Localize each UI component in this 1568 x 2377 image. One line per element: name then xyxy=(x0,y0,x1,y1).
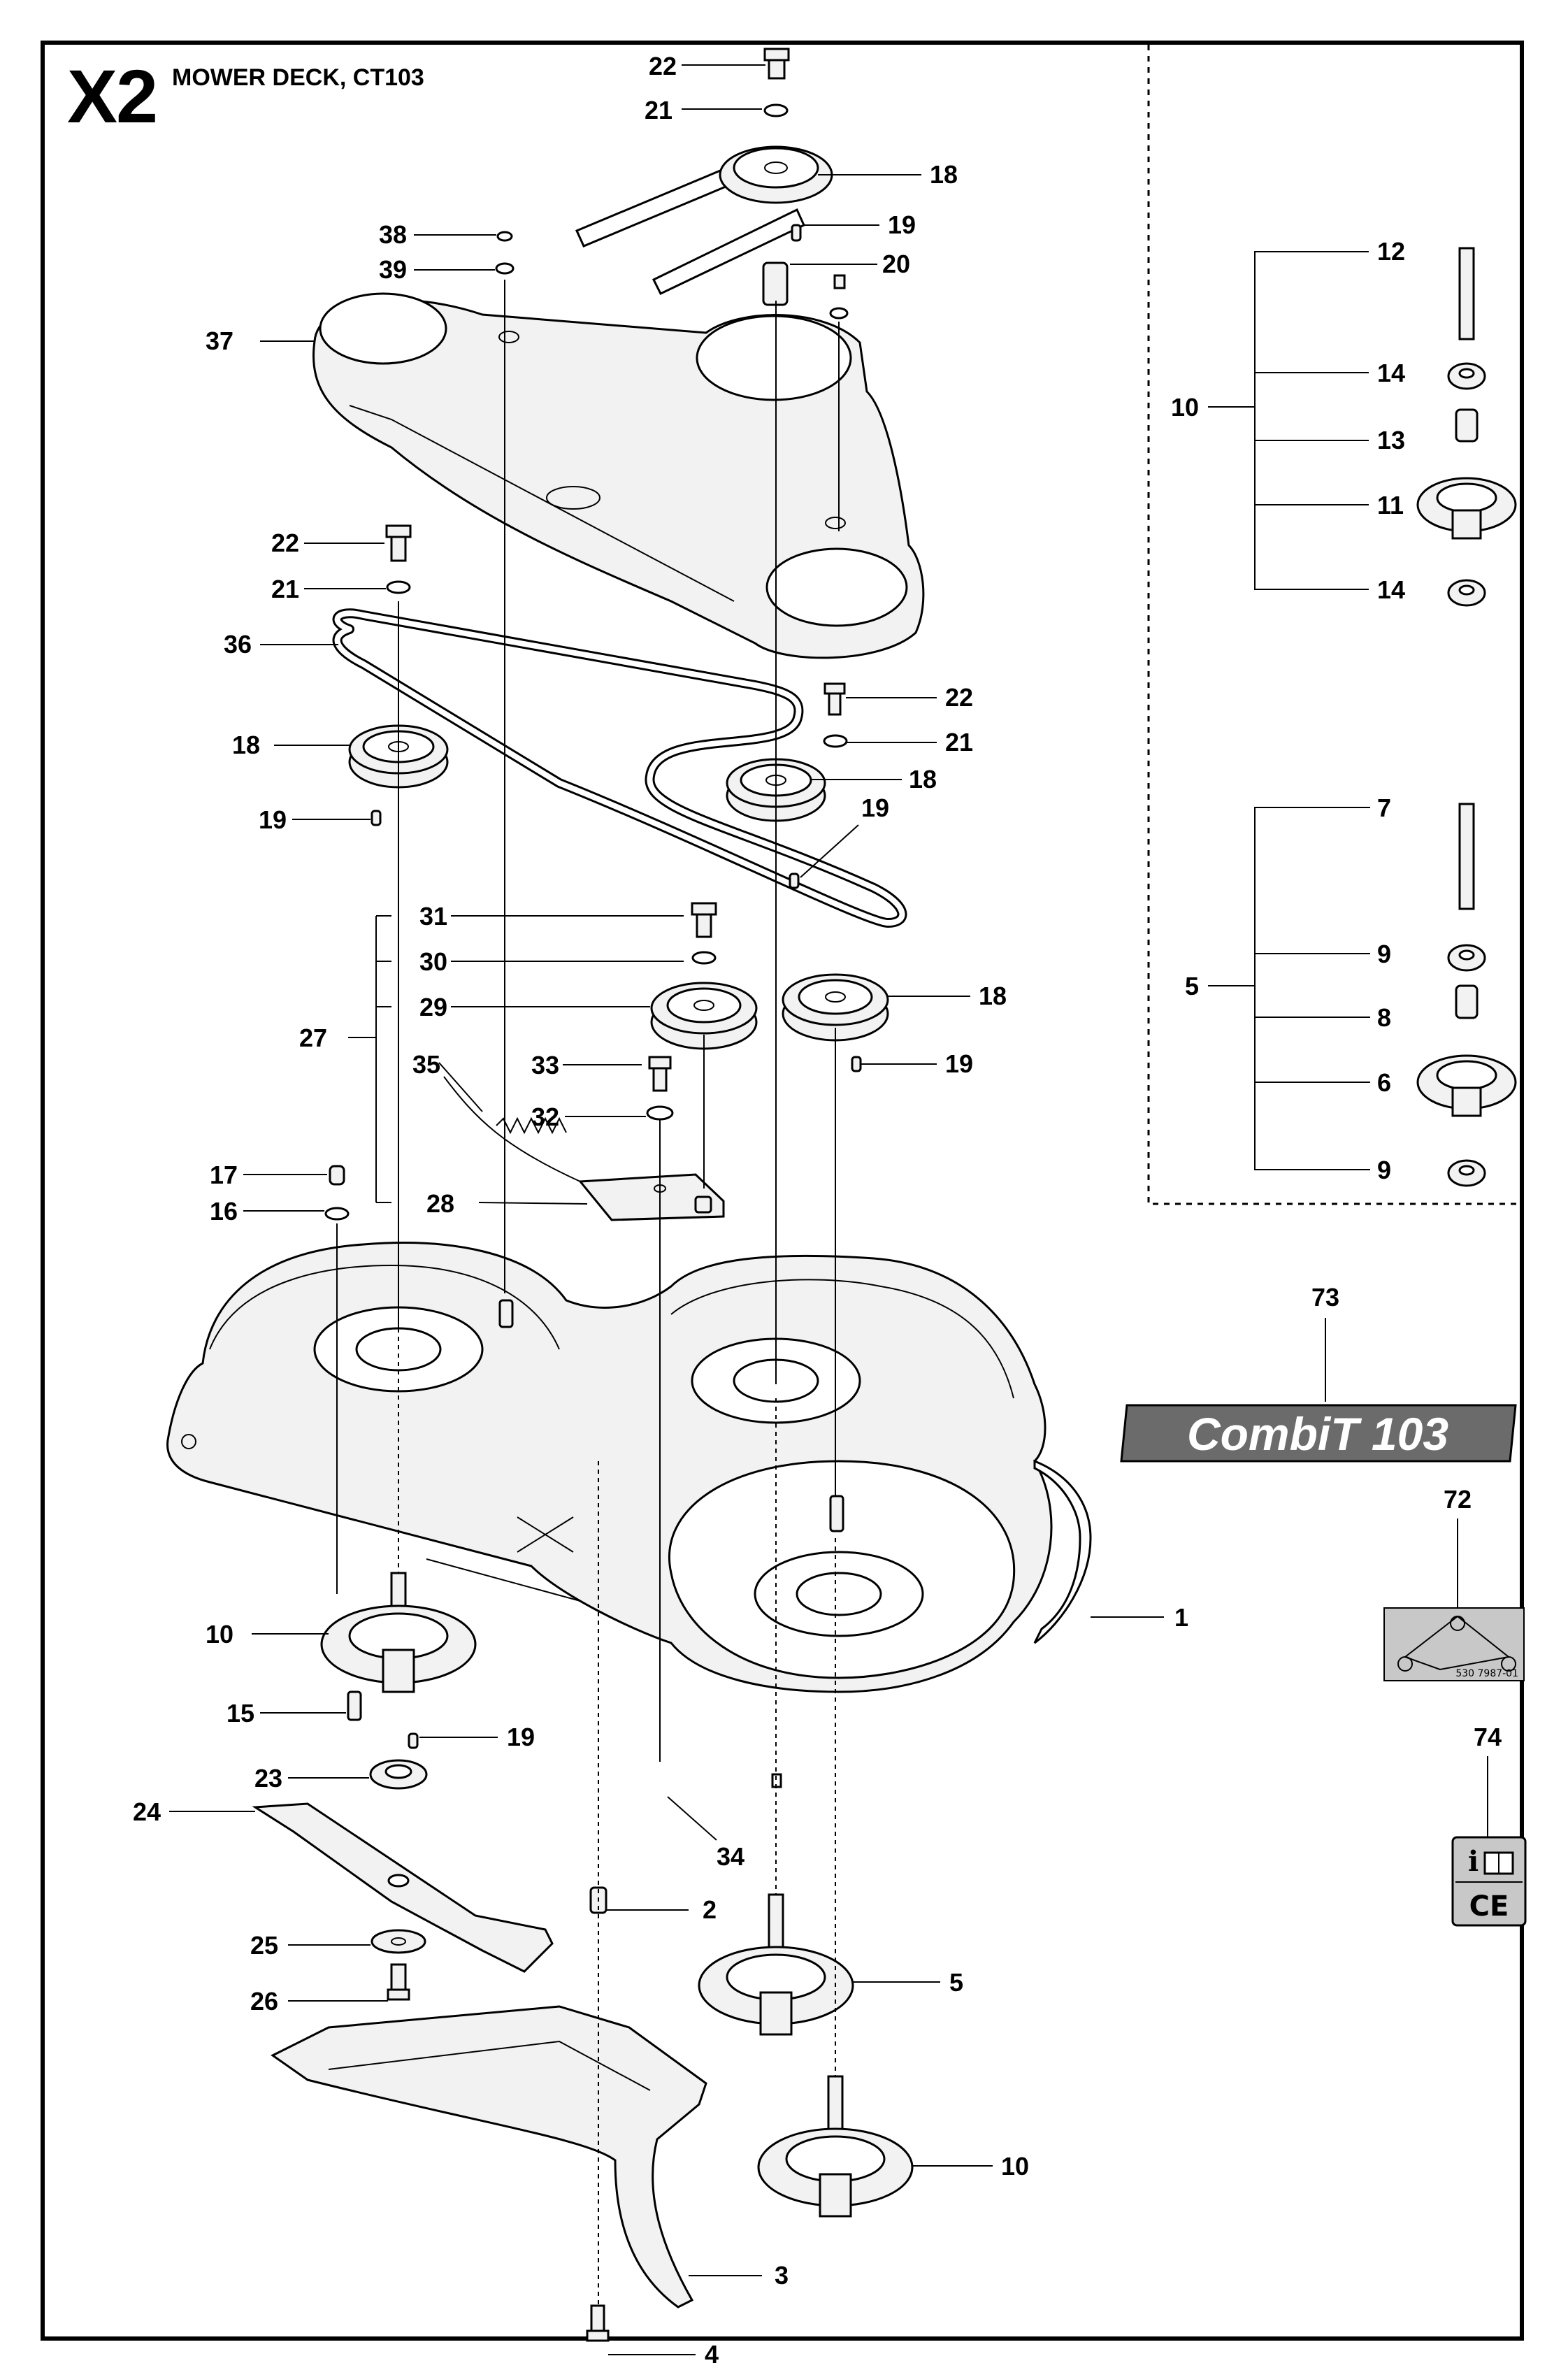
callout-19: 19 xyxy=(888,210,916,239)
inset-spindle-5-parts xyxy=(1416,803,1517,1187)
belt-decal-caption: 530 7987-01 xyxy=(1455,1668,1518,1679)
callout-21: 21 xyxy=(945,728,973,756)
callout-21: 21 xyxy=(271,575,299,603)
pulley-center xyxy=(726,682,848,889)
callout-23: 23 xyxy=(254,1764,282,1793)
callout-73: 73 xyxy=(1311,1283,1339,1312)
discharge-guard xyxy=(271,1886,707,2342)
callout-22: 22 xyxy=(649,52,677,80)
callout-72: 72 xyxy=(1444,1485,1472,1514)
bearing-23 xyxy=(369,1759,428,1790)
callout-18: 18 xyxy=(930,160,958,189)
callout-24: 24 xyxy=(133,1797,161,1826)
sheet-code: X2 xyxy=(67,54,158,138)
callout-19: 19 xyxy=(259,805,287,834)
callout-12: 12 xyxy=(1377,237,1405,266)
callout-32: 32 xyxy=(531,1103,559,1131)
callout-20: 20 xyxy=(882,250,910,278)
callout-14: 14 xyxy=(1377,575,1405,604)
bolt-washer-17-16 xyxy=(324,1165,350,1221)
belt-routing-decal: 530 7987-01 xyxy=(1383,1607,1525,1681)
callout-6: 6 xyxy=(1377,1068,1391,1097)
callout-2: 2 xyxy=(703,1895,717,1924)
brand-decal-text: CombiT 103 xyxy=(1187,1408,1448,1460)
callout-labels: 22 21 18 19 20 38 39 37 22 21 36 18 19 2… xyxy=(133,52,1502,2369)
leader-lines xyxy=(169,64,1488,2355)
callout-5: 5 xyxy=(949,1968,963,1997)
callout-36: 36 xyxy=(224,630,252,659)
info-icon: i xyxy=(1468,1845,1479,1878)
callout-18: 18 xyxy=(979,982,1007,1010)
callout-4: 4 xyxy=(705,2340,719,2369)
blade xyxy=(252,1802,554,2001)
callout-31: 31 xyxy=(419,902,447,931)
callout-1: 1 xyxy=(1174,1603,1188,1632)
inset-box-border xyxy=(1147,45,1524,1205)
callout-18: 18 xyxy=(232,731,260,759)
callout-18: 18 xyxy=(909,765,937,793)
callout-19: 19 xyxy=(945,1049,973,1078)
callout-15: 15 xyxy=(226,1699,254,1728)
sheet-title: MOWER DECK, CT103 xyxy=(172,64,424,91)
callout-9: 9 xyxy=(1377,940,1391,968)
callout-17: 17 xyxy=(210,1161,238,1189)
callout-7: 7 xyxy=(1377,793,1391,822)
callout-74: 74 xyxy=(1474,1723,1502,1751)
callout-28: 28 xyxy=(426,1189,454,1218)
callout-33: 33 xyxy=(531,1051,559,1079)
drive-belt xyxy=(332,608,907,928)
top-pulley-assembly xyxy=(495,48,849,319)
pulley-right xyxy=(782,973,889,1072)
callout-27: 27 xyxy=(299,1024,327,1052)
ce-mark: CE xyxy=(1469,1890,1509,1923)
ce-info-decal: i CE xyxy=(1451,1836,1527,1927)
callout-26: 26 xyxy=(250,1987,278,2016)
callout-3: 3 xyxy=(775,2261,789,2290)
callout-16: 16 xyxy=(210,1197,238,1226)
callout-30: 30 xyxy=(419,947,447,976)
callout-14: 14 xyxy=(1377,359,1405,387)
callout-29: 29 xyxy=(419,993,447,1021)
idler-pulley-assembly xyxy=(443,902,758,1221)
brand-decal: CombiT 103 xyxy=(1120,1404,1517,1463)
spindle-assembly-center xyxy=(698,1893,854,2036)
callout-10: 10 xyxy=(1001,2152,1029,2181)
callout-25: 25 xyxy=(250,1931,278,1960)
assembly-axis-lines xyxy=(336,280,840,2307)
callout-19: 19 xyxy=(507,1723,535,1751)
callout-39: 39 xyxy=(379,255,407,284)
callout-10: 10 xyxy=(206,1620,233,1649)
callout-38: 38 xyxy=(379,220,407,249)
callout-35: 35 xyxy=(412,1050,440,1079)
callout-10: 10 xyxy=(1171,393,1199,422)
callout-34: 34 xyxy=(717,1842,745,1871)
mower-deck xyxy=(166,1242,1092,1788)
callout-5: 5 xyxy=(1185,972,1199,1000)
callout-9: 9 xyxy=(1377,1156,1391,1184)
deck-top-cover xyxy=(312,292,925,659)
callout-21: 21 xyxy=(645,96,672,124)
callout-37: 37 xyxy=(206,326,233,355)
callout-11: 11 xyxy=(1377,491,1404,519)
callout-8: 8 xyxy=(1377,1003,1391,1032)
inset-spindle-10-parts xyxy=(1416,247,1517,607)
callout-22: 22 xyxy=(945,683,973,712)
callout-19: 19 xyxy=(861,793,889,822)
callout-13: 13 xyxy=(1377,426,1405,454)
spindle-assembly-right xyxy=(757,2075,914,2218)
spindle-assembly-left xyxy=(320,1572,477,1749)
callout-22: 22 xyxy=(271,529,299,557)
